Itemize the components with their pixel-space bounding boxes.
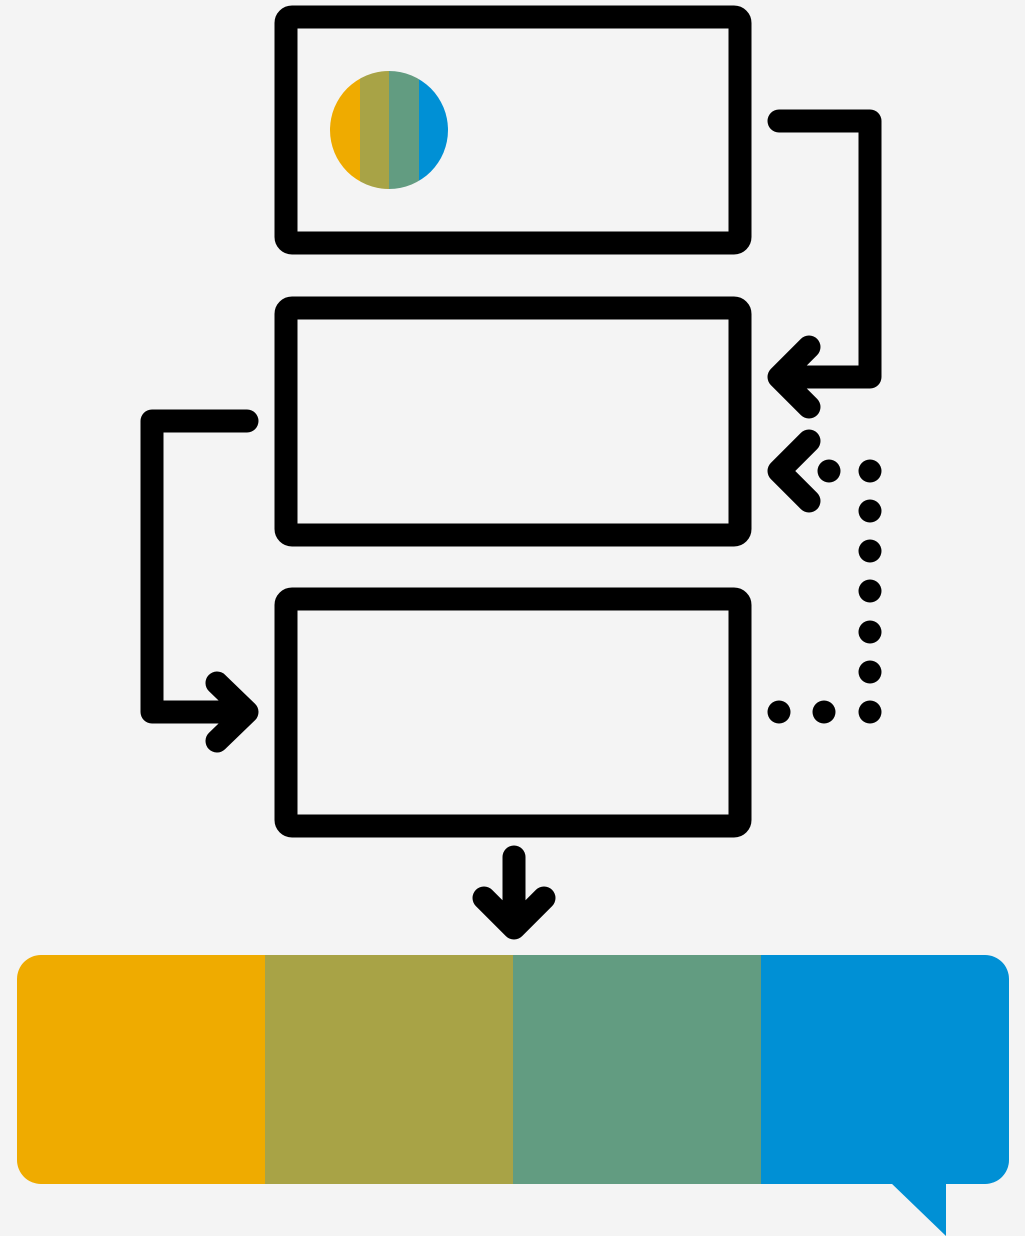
arrowhead-left-icon <box>767 429 821 513</box>
connector-top-to-middle <box>767 109 882 419</box>
connector-to-output <box>472 845 556 940</box>
arrowhead-down-icon <box>472 886 556 940</box>
badge-stripe-1 <box>330 71 360 189</box>
multicolor-badge <box>330 71 448 189</box>
output-segment-4 <box>761 955 1009 1184</box>
speech-bubble-tail <box>890 1182 946 1236</box>
badge-stripe-4 <box>419 71 448 189</box>
badge-stripe-3 <box>389 71 419 189</box>
output-speech-bubble <box>17 955 1009 1236</box>
process-box-top <box>274 5 752 255</box>
output-segment-2 <box>265 955 514 1184</box>
connector-middle-to-bottom <box>140 409 259 753</box>
output-segment-1 <box>17 955 266 1184</box>
arrowhead-left-icon <box>767 335 821 419</box>
connector-bottom-to-middle-dotted <box>767 429 882 724</box>
process-box-middle <box>274 296 752 547</box>
arrowhead-right-icon <box>205 671 259 753</box>
output-segment-3 <box>513 955 762 1184</box>
process-box-bottom <box>274 587 752 838</box>
dotted-path <box>767 459 882 724</box>
badge-stripe-2 <box>360 71 389 189</box>
